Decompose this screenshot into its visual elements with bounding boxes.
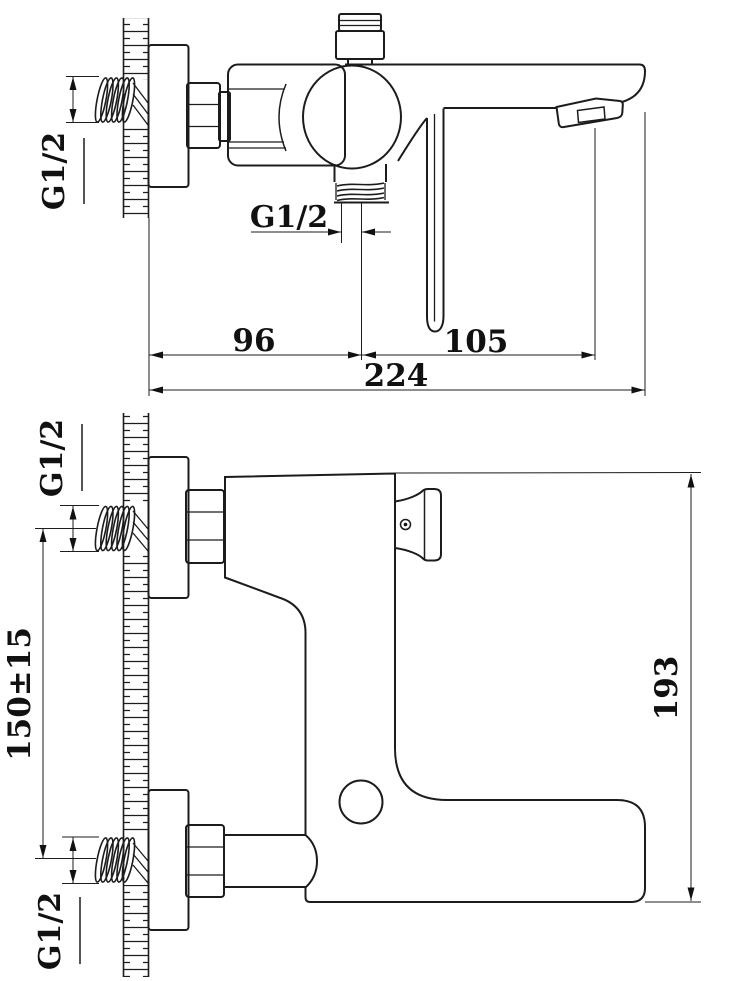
- dim-label-lower-inlet-thread: G1/2: [33, 892, 68, 970]
- escutcheon-top-view: [147, 44, 190, 188]
- dimension-arrows-top-view: [69, 77, 645, 394]
- upper-hex-nut: [185, 489, 225, 564]
- bottom-view: G1/2 150±15 G1/2 193: [2, 413, 702, 977]
- top-view: G1/2 G1/2 96 105 224: [37, 13, 647, 396]
- dim-label-upper-inlet-thread: G1/2: [35, 419, 70, 497]
- dimensions-bottom-view: G1/2 150±15 G1/2 193: [2, 419, 695, 970]
- wall-passthrough-hatch: [132, 82, 149, 126]
- dim-label-inlet-thread-top: G1/2: [37, 132, 72, 210]
- shower-outlet-top-view: [333, 164, 389, 204]
- faucet-body-bottom-view: [224, 472, 646, 903]
- handle-screw: [399, 518, 412, 531]
- dimension-arrows-bottom-view: [39, 474, 695, 901]
- lower-escutcheon: [147, 789, 190, 931]
- dimensions-top-view: G1/2 G1/2 96 105 224: [37, 76, 645, 394]
- aerator-insert: [576, 106, 606, 124]
- faucet-body-top-view: [227, 63, 402, 170]
- dim-label-193: 193: [649, 656, 685, 721]
- union-connector-top-view: [218, 91, 231, 142]
- extension-lines-top-view: [148, 112, 646, 396]
- shower-outlet-bottom-view: [338, 779, 384, 825]
- extension-lines-bottom-view: [35, 472, 702, 903]
- dim-label-96: 96: [232, 323, 275, 359]
- cartridge-cap-top-view: [335, 13, 385, 65]
- spout-top-view: [345, 63, 647, 129]
- dim-label-outlet-thread-top: G1/2: [250, 200, 328, 235]
- dim-label-150: 150±15: [2, 627, 38, 761]
- lower-hex-nut: [185, 824, 225, 898]
- lever-handle-top-view: [397, 108, 445, 333]
- dim-label-224: 224: [364, 358, 429, 394]
- hex-nut-top-view: [186, 82, 221, 149]
- dim-label-105: 105: [444, 324, 509, 360]
- wall-section-bottom-view: [122, 413, 150, 977]
- handle-knob-bottom-view: [394, 488, 442, 562]
- lower-inlet-pipe: [224, 834, 306, 888]
- aerator: [555, 97, 624, 129]
- upper-escutcheon: [147, 456, 190, 599]
- label-underlines: [79, 424, 83, 964]
